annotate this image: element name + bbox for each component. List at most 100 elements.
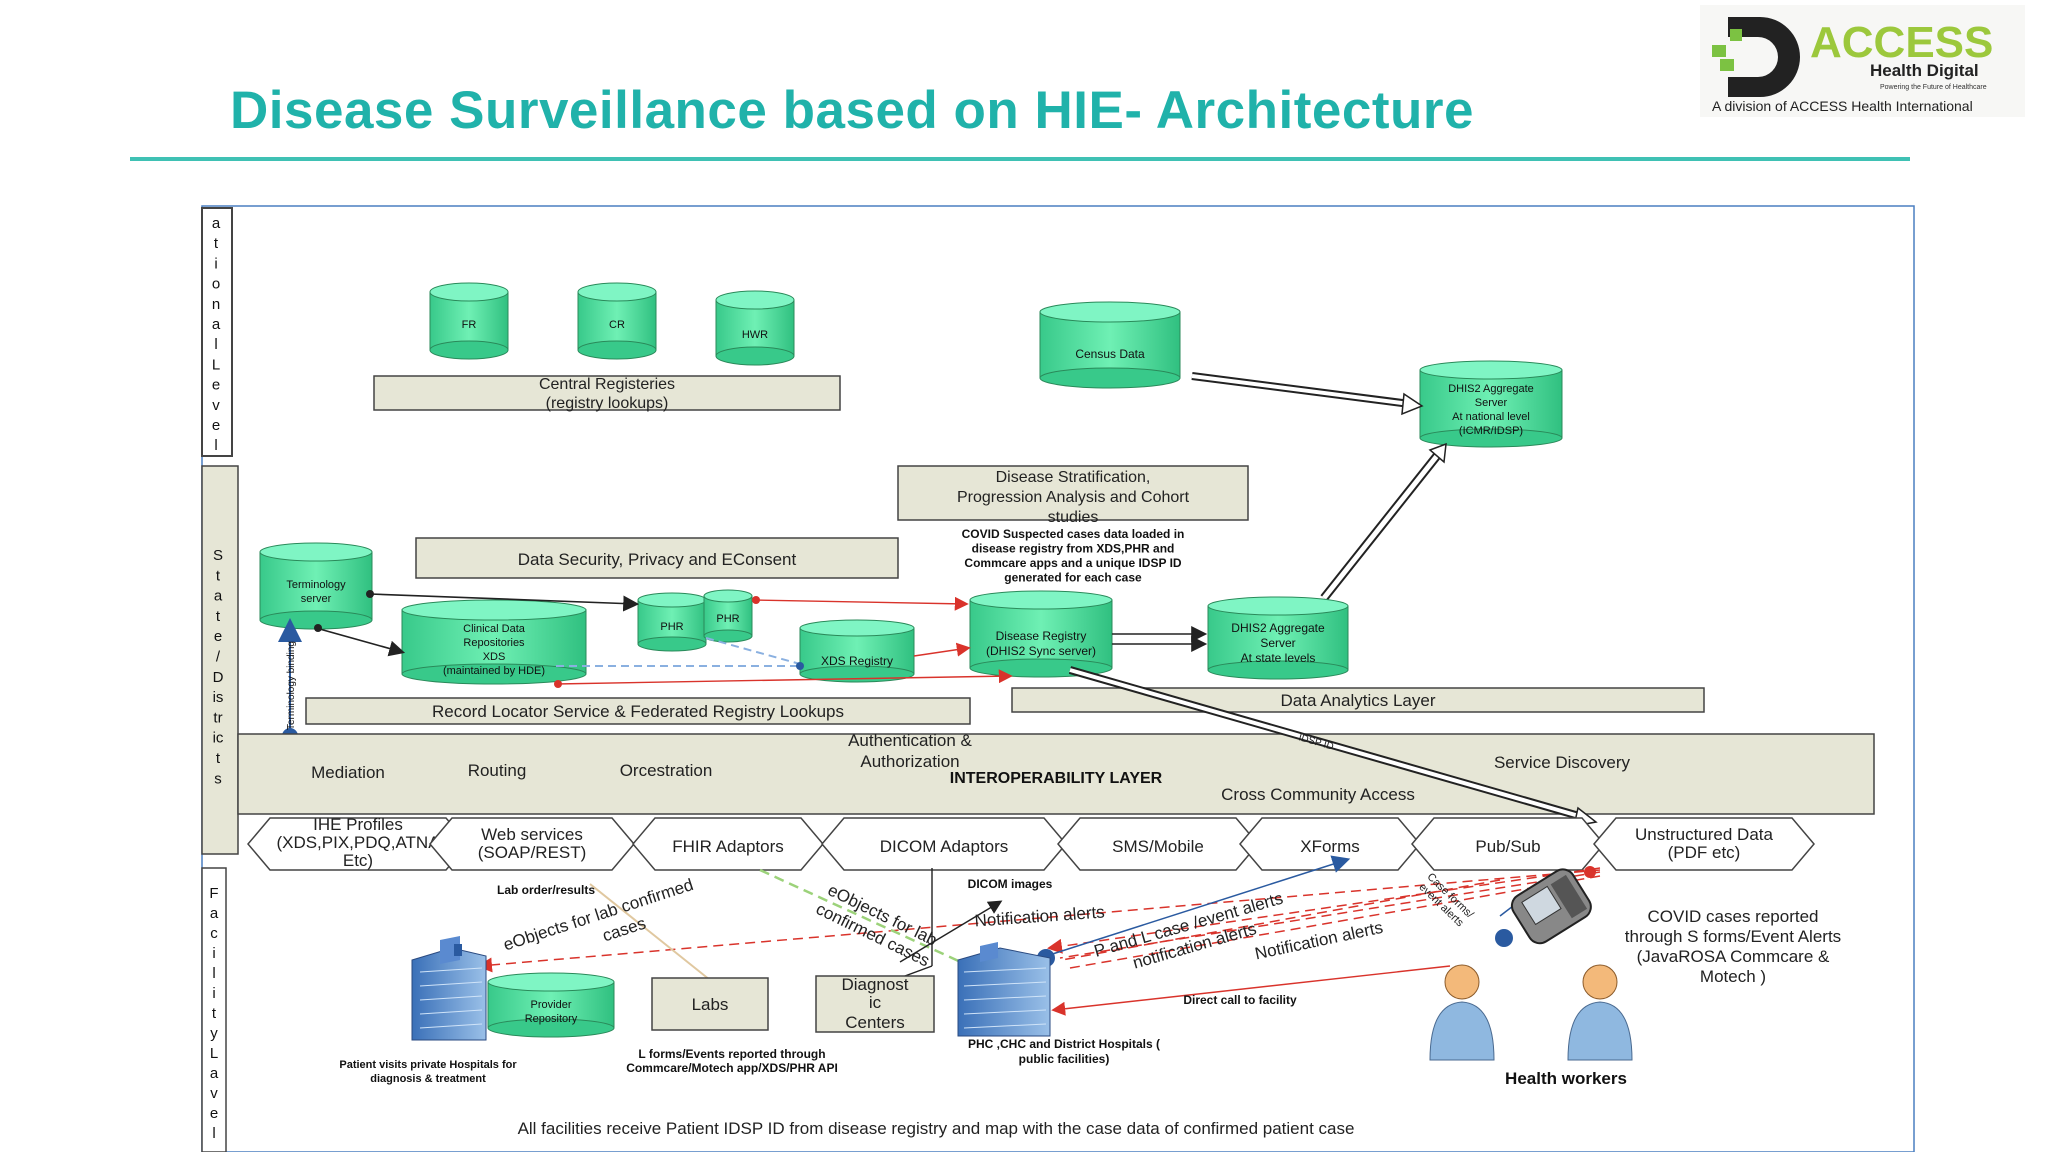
terminology-to-phr-connector [369, 593, 640, 612]
phr-to-xds-connector [705, 637, 801, 665]
terminology-label: Terminology [286, 579, 346, 591]
adaptor-hexagon: XForms [1239, 817, 1421, 871]
notification-arrow-1 [1047, 867, 1601, 954]
dhis-state-label: DHIS2 Aggregate [1231, 621, 1325, 635]
level-letter: i [214, 255, 217, 272]
xds-to-registry-connector [913, 642, 971, 657]
disease-stratification-box [897, 465, 1249, 521]
security-box [415, 537, 899, 579]
level-letter: t [216, 750, 221, 767]
adaptor-hexagon: DICOM Adaptors [821, 817, 1067, 871]
covid-reported-line: Motech ) [1700, 967, 1766, 986]
cdr-label: Clinical Data [463, 623, 526, 635]
cdr-label: (maintained by HDE) [443, 665, 545, 677]
diagnostic-label: Centers [845, 1013, 905, 1032]
level-letter: l [212, 965, 215, 982]
adaptor-hexagon: Web services(SOAP/REST) [429, 817, 635, 871]
adaptor-hexagon: FHIR Adaptors [632, 817, 824, 871]
labs-label: Labs [692, 995, 729, 1014]
health-workers-label: Health workers [1505, 1069, 1627, 1088]
level-letter: a [214, 588, 223, 605]
mediation-label: Mediation [311, 763, 385, 782]
logo-brand: ACCESS [1810, 18, 1993, 67]
stratification-label: Progression Analysis and Cohort [957, 489, 1190, 506]
facility-level-bar [201, 867, 227, 1152]
auth-label: Authorization [860, 752, 959, 771]
routing-label: Routing [468, 761, 527, 780]
level-letter: F [209, 885, 218, 902]
stratification-label: Disease Stratification, [996, 469, 1151, 486]
dhis-national-label: Server [1475, 397, 1508, 409]
level-letter: s [214, 770, 222, 787]
level-letter: c [210, 925, 218, 942]
level-letter: a [210, 905, 219, 922]
level-letter: l [212, 1125, 215, 1142]
level-letter: a [212, 215, 221, 232]
cdr-label: Repositories [463, 637, 525, 649]
adaptor-label: IHE Profiles [313, 815, 403, 834]
state-level-bar [201, 465, 239, 855]
level-letter: t [216, 567, 221, 584]
adaptor-label: DICOM Adaptors [880, 837, 1009, 856]
logo-sub: Health Digital [1870, 61, 1979, 80]
dhis-national-label: (ICMR/IDSP) [1459, 425, 1523, 437]
level-letter: t [216, 608, 221, 625]
eobjects-arrow [477, 869, 1601, 973]
central-registries-label: Central Registeries [539, 376, 675, 393]
adaptor-label: (XDS,PIX,PDQ,ATNA [276, 833, 440, 852]
case-alert-arrow [1039, 855, 1351, 959]
level-letter: i [212, 985, 215, 1002]
diagnostic-label: ic [869, 993, 882, 1012]
lab-order-label: Lab order/results [497, 883, 595, 897]
level-letter: e [210, 1105, 218, 1122]
registry-cylinder-cr: CR [577, 282, 657, 360]
phr-label: PHR [716, 613, 739, 625]
adaptor-label: Unstructured Data [1635, 825, 1773, 844]
title-divider [130, 157, 1910, 161]
level-letter: L [210, 1045, 218, 1062]
xds-registry-cylinder: XDS Registry [799, 619, 915, 683]
disease-registry-cylinder: Disease Registry (DHIS2 Sync server) [969, 590, 1113, 678]
orchestration-label: Orcestration [620, 761, 713, 780]
terminology-to-cdr-connector [315, 627, 406, 657]
level-letter: D [213, 669, 224, 686]
interoperability-layer-box [237, 733, 1875, 815]
logo-tagline: Powering the Future of Healthcare [1880, 84, 1987, 91]
covid-note-line: COVID Suspected cases data loaded in [962, 527, 1185, 541]
adaptor-label: Etc) [343, 851, 373, 870]
provider-label: Repository [525, 1013, 578, 1025]
adaptor-label: Pub/Sub [1475, 837, 1540, 856]
adaptor-label: (SOAP/REST) [478, 843, 587, 862]
phc-label: PHC ,CHC and District Hospitals ( [968, 1037, 1160, 1051]
disease-registry-label: (DHIS2 Sync server) [986, 644, 1096, 658]
diagnostic-centers-box [815, 975, 935, 1033]
central-registries: FR CR HWR Central Registeries (registry … [373, 282, 841, 412]
level-letter: v [210, 1085, 218, 1102]
notification-arrow-3 [1069, 875, 1601, 969]
security-label: Data Security, Privacy and EConsent [518, 550, 797, 569]
level-letter: l [214, 437, 217, 454]
level-letter: i [212, 945, 215, 962]
health-worker-icon [1567, 964, 1633, 1061]
adaptor-label: SMS/Mobile [1112, 837, 1204, 856]
l-forms-label: L forms/Events reported through [638, 1047, 825, 1061]
public-hospital-building-icon [957, 942, 1051, 1037]
level-letter: a [210, 1065, 219, 1082]
cross-community-label: Cross Community Access [1221, 785, 1415, 804]
logo-division: A division of ACCESS Health Internationa… [1712, 98, 1973, 114]
diagnostic-label: Diagnost [841, 975, 908, 994]
footer-note: All facilities receive Patient IDSP ID f… [518, 1119, 1355, 1138]
dicom-images-label: DICOM images [968, 877, 1053, 891]
central-registries-box [373, 375, 841, 411]
registry-cylinder-fr: FR [429, 282, 509, 360]
covid-reported-line: through S forms/Event Alerts [1625, 927, 1841, 946]
adaptor-hexagon: Unstructured Data(PDF etc) [1593, 817, 1815, 871]
adaptor-label: XForms [1300, 837, 1360, 856]
access-health-logo: ACCESS Health Digital Powering the Futur… [1700, 5, 2025, 117]
terminology-label: server [301, 593, 332, 605]
level-letter: a [212, 316, 221, 333]
covid-note-line: Commcare apps and a unique IDSP ID [964, 556, 1182, 570]
adaptor-hexagon: Pub/Sub [1411, 817, 1605, 871]
diagnostic-to-dicom-connector [899, 900, 1003, 963]
